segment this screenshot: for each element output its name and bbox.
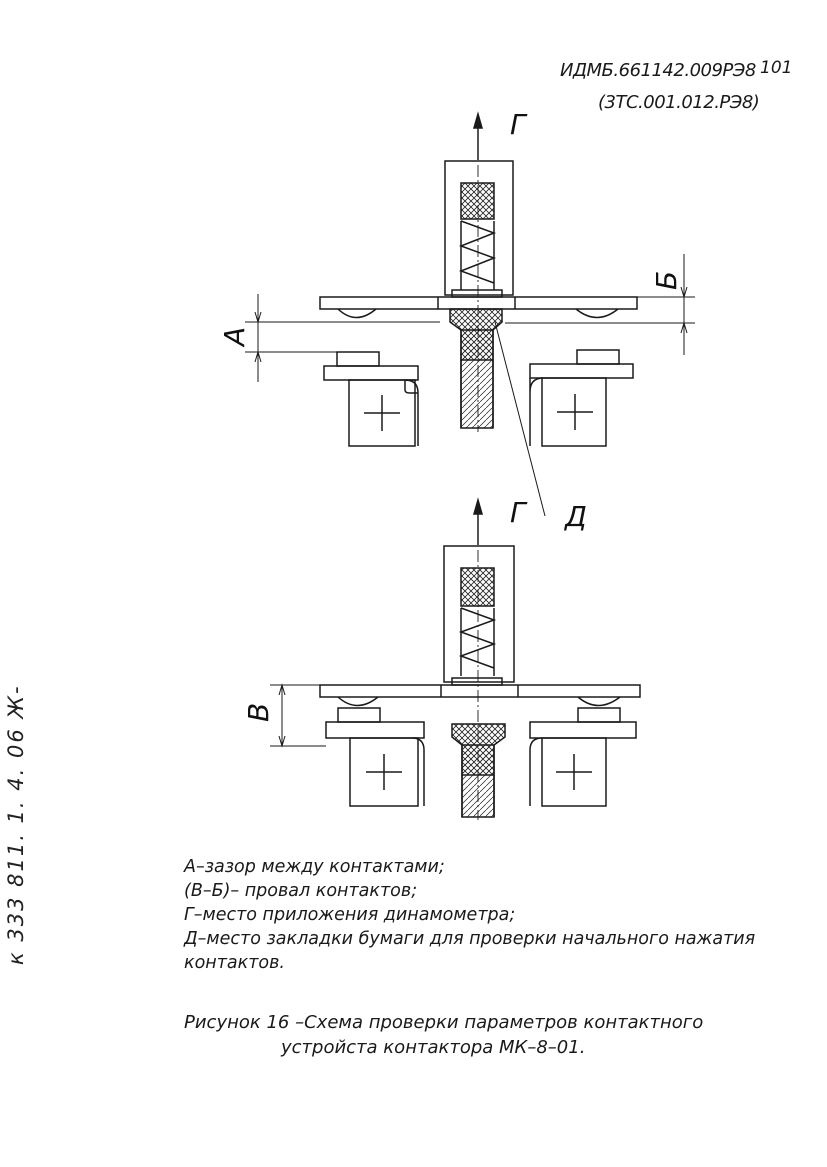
terminal-left-bottom [349, 737, 419, 807]
terminal-right-bottom [541, 737, 607, 807]
legend-item: А–зазор между контактами; [184, 857, 445, 877]
bottom-figure [319, 497, 641, 818]
contact-bridge-bottom [319, 684, 641, 698]
housing-bottom [443, 545, 515, 683]
fixed-contact-left-top [336, 351, 380, 367]
dimension-v [270, 683, 326, 748]
legend-item: (В–Б)– провал контактов; [184, 881, 418, 901]
caption-line-1: Рисунок 16 –Схема проверки параметров ко… [184, 1012, 704, 1033]
terminal-right-top [541, 377, 607, 447]
plunger-bottom [460, 567, 495, 607]
label-paper-d: Д [563, 500, 587, 533]
moving-contact-right-top [575, 308, 619, 319]
document-number-alt: (3ТС.001.012.РЭ8) [598, 92, 760, 113]
housing-top [444, 160, 514, 296]
terminal-left-top [348, 379, 416, 447]
page-number: 101 [760, 58, 793, 78]
top-figure [319, 111, 638, 447]
dimension-b [505, 254, 695, 355]
legend-item: Д–место закладки бумаги для проверки нач… [184, 929, 756, 949]
fixed-contact-left-bottom [337, 707, 381, 723]
label-gap-v: В [242, 703, 275, 722]
label-force-bottom: Г [510, 496, 528, 529]
spring-top [458, 220, 497, 284]
contact-bridge-top [319, 296, 638, 310]
moving-contact-left-top [337, 308, 377, 319]
fixed-contact-right-top [576, 349, 620, 365]
legend-item: контактов. [184, 953, 285, 973]
label-gap-b: Б [650, 271, 683, 290]
label-force-top: Г [510, 108, 528, 141]
fixed-contact-right-bottom [577, 707, 621, 723]
figure-caption: Рисунок 16 –Схема проверки параметров ко… [184, 1010, 703, 1060]
dimension-a [245, 294, 440, 382]
leader-d [494, 321, 546, 517]
legend-item: Г–место приложения динамометра; [184, 905, 516, 925]
plunger-top [460, 182, 495, 220]
spring-bottom [458, 607, 497, 669]
caption-line-2: устройста контактора МК–8–01. [281, 1037, 586, 1058]
document-number: ИДМБ.661142.009РЭ8 [560, 60, 756, 81]
label-gap-a: А [218, 327, 251, 348]
legend: А–зазор между контактами; (В–Б)– провал … [184, 855, 755, 975]
